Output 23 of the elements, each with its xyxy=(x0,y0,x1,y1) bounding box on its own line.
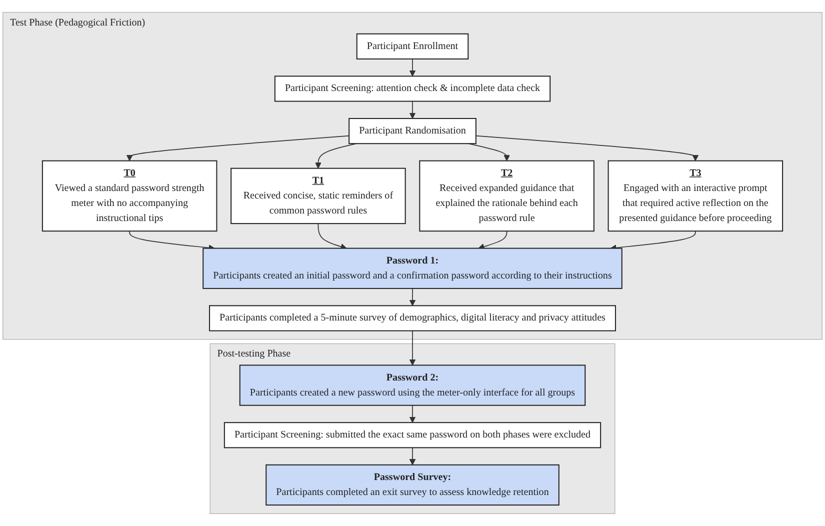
arrow xyxy=(409,404,416,423)
arrow xyxy=(409,330,416,366)
node-box: Participant Enrollment xyxy=(356,33,469,60)
node-box: Participant Randomisation xyxy=(348,118,476,144)
node-box: Password 2: Participants created a new password using the meter-only interface for all groups xyxy=(239,364,586,406)
node-box: T2 Received expanded guidance that explained the rationale behind each password rule xyxy=(419,160,594,232)
node-box: Password 1: Participants created an initial password and a confirmation password according to their instructions xyxy=(202,248,622,289)
arrow xyxy=(478,230,508,250)
arrow xyxy=(610,230,696,251)
arrow xyxy=(126,135,350,162)
arrow xyxy=(409,288,416,306)
arrow xyxy=(409,447,416,466)
arrow xyxy=(476,135,699,162)
node-box: Participant Screening: submitted the exact same password on both phases were excluded xyxy=(224,422,602,448)
node-box: Participants completed a 5-minute survey of demographics, digital literacy and privacy attitudes xyxy=(209,305,616,332)
node-box: T0 Viewed a standard password strength meter with no accompanying instructional tips xyxy=(42,160,218,232)
node-box: T3 Engaged with an interactive prompt that required active reflection on the presented guidance before proceeding xyxy=(608,160,784,232)
arrow xyxy=(318,223,347,250)
node-box: Participant Screening: attention check & incomplete data check xyxy=(274,76,551,102)
node-box: Password Survey: Participants completed an exit survey to assess knowledge retention xyxy=(266,464,560,506)
arrow xyxy=(409,100,416,119)
node-box: T1 Received concise, static reminders of common password rules xyxy=(230,168,406,224)
arrow xyxy=(409,58,416,76)
